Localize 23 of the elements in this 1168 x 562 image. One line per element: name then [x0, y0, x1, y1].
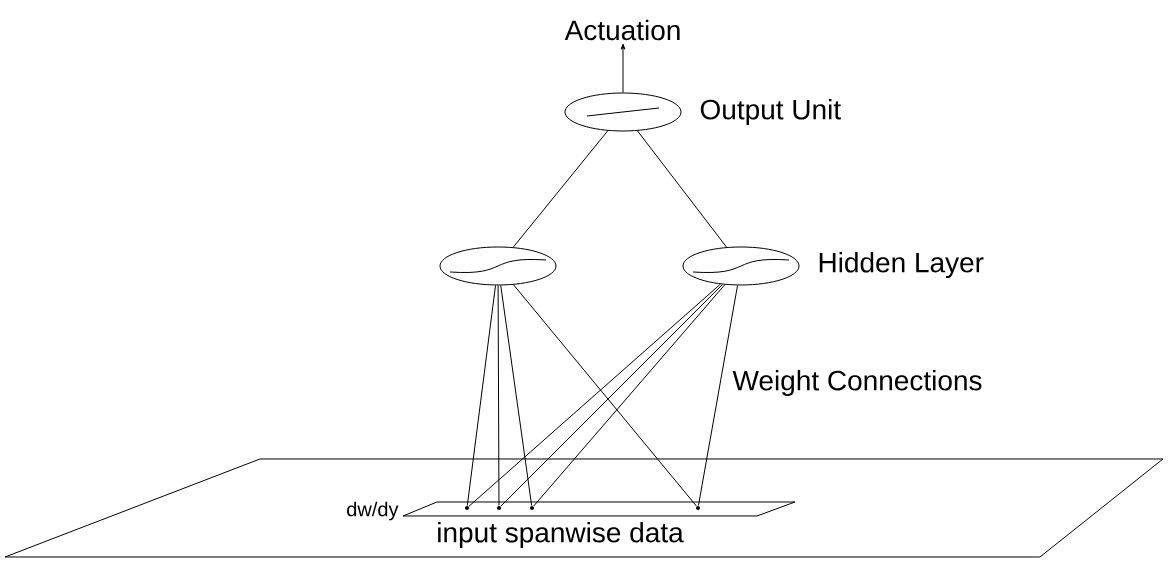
neuron-ellipse [564, 92, 682, 132]
connection-line [512, 130, 609, 248]
connection-line [637, 130, 728, 248]
node-caption: Output Unit [700, 98, 841, 126]
text-label: Weight Connections [732, 369, 982, 397]
output-label: Actuation [564, 19, 680, 41]
input-point [696, 506, 700, 510]
connection-line [500, 284, 533, 506]
node-caption: input spanwise data [438, 521, 684, 549]
connection-line [513, 284, 697, 507]
node-caption: Hidden Layer [819, 251, 984, 279]
input-point [530, 506, 534, 510]
node-caption: dw/dy [347, 501, 399, 521]
neuron-ellipse [682, 246, 800, 286]
input-strip [402, 501, 796, 517]
connection-line [697, 284, 739, 506]
connection-line [466, 284, 496, 506]
connection-line [620, 43, 626, 93]
neuron-ellipse [439, 246, 557, 286]
input-point [497, 506, 501, 510]
input-point [465, 506, 469, 510]
connection-line [533, 284, 726, 507]
connection-line [497, 285, 500, 506]
